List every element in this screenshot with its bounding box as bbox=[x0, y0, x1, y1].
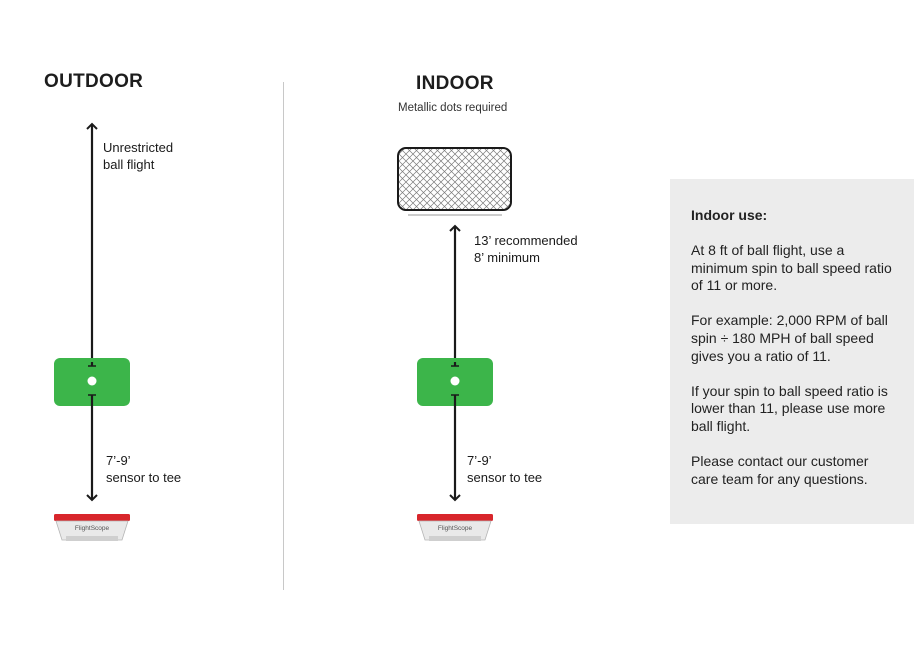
indoor-tee-ball bbox=[450, 376, 460, 386]
outdoor-tee-ball bbox=[87, 376, 97, 386]
indoor-net-label-line1: 13’ recommended bbox=[474, 233, 578, 248]
indoor-net bbox=[397, 147, 512, 216]
indoor-title: INDOOR bbox=[416, 73, 494, 94]
info-paragraph-contact: Please contact our customer care team fo… bbox=[691, 452, 869, 487]
outdoor-flight-label-line1: Unrestricted bbox=[103, 140, 174, 155]
outdoor-hitting-mat bbox=[54, 358, 130, 406]
outdoor-flight-label: Unrestricted ball flight bbox=[103, 139, 173, 173]
outdoor-flight-label-line2: ball flight bbox=[103, 157, 155, 172]
indoor-tee-label-line1: 7’-9’ bbox=[467, 453, 492, 468]
outdoor-device-logo: FlightScope bbox=[75, 525, 110, 532]
info-paragraph-example: For example: 2,000 RPM of ball spin ÷ 18… bbox=[691, 312, 888, 364]
indoor-launch-monitor-device: FlightScope bbox=[417, 514, 493, 541]
outdoor-title: OUTDOOR bbox=[44, 71, 144, 92]
indoor-net-label: 13’ recommended 8’ minimum bbox=[474, 232, 578, 266]
indoor-subtitle: Metallic dots required bbox=[398, 102, 508, 114]
info-paragraph-ratio: At 8 ft of ball flight, use a minimum sp… bbox=[691, 241, 892, 294]
info-paragraph-lower-ratio: If your spin to ball speed ratio is lowe… bbox=[691, 382, 888, 435]
indoor-hitting-mat bbox=[417, 358, 493, 406]
indoor-tee-label-line2: sensor to tee bbox=[467, 470, 543, 485]
info-heading: Indoor use: bbox=[691, 207, 768, 223]
outdoor-tee-label: 7’-9’ sensor to tee bbox=[106, 452, 181, 486]
indoor-tee-label: 7’-9’ sensor to tee bbox=[467, 452, 542, 486]
section-divider bbox=[283, 82, 284, 590]
indoor-use-info-panel: Indoor use: At 8 ft of ball flight, use … bbox=[670, 179, 914, 524]
outdoor-tee-label-line1: 7’-9’ bbox=[106, 453, 131, 468]
outdoor-launch-monitor-device: FlightScope bbox=[54, 514, 130, 541]
outdoor-tee-label-line2: sensor to tee bbox=[106, 470, 182, 485]
indoor-device-logo: FlightScope bbox=[438, 525, 473, 532]
indoor-net-label-line2: 8’ minimum bbox=[474, 250, 540, 265]
